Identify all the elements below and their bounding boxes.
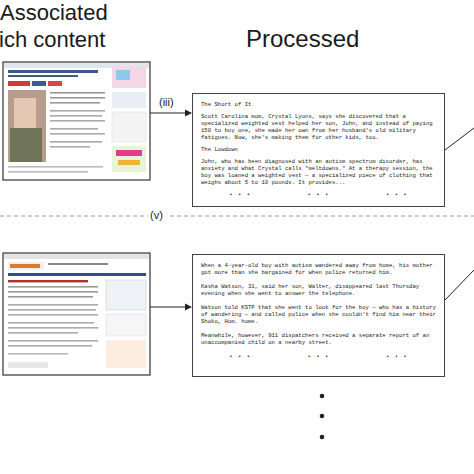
ellipsis: • • • (308, 353, 330, 360)
webpage-screenshot (3, 253, 150, 375)
arrow (150, 304, 192, 311)
paragraph-text: Scott Carolina mom, Crystal Lyons, says … (201, 113, 436, 141)
paragraph-text: When a 4-year-old boy with autism wander… (201, 262, 436, 276)
separator-line (0, 216, 148, 217)
paragraph-text: Kasha Watson, 31, said her son, Walter, … (201, 283, 436, 297)
paragraph-text: Watson told KSTP that she went to look f… (201, 304, 436, 325)
ellipsis: • • • (308, 191, 330, 198)
leader-line (445, 128, 474, 150)
section-heading: The Lowdown (201, 146, 436, 153)
step-label: (v) (150, 209, 163, 221)
ellipsis: • • • (386, 191, 408, 198)
ellipsis: • • • (229, 191, 251, 198)
step-label: (iii) (159, 96, 174, 108)
column-heading: Associated (0, 0, 108, 26)
paragraph-text: Meanwhile, however, 911 dispatchers rece… (201, 332, 436, 346)
separator-line (170, 216, 474, 217)
webpage-screenshot (3, 62, 150, 180)
processed-text-box: The Short of It Scott Carolina mom, Cryst… (192, 93, 445, 207)
arrow (150, 110, 192, 117)
ellipsis: • • • (229, 353, 251, 360)
column-heading: Processed (246, 25, 359, 53)
leader-line (445, 270, 474, 300)
paragraph-text: John, who has been diagnosed with an aut… (201, 158, 436, 186)
continuation-dots (320, 394, 325, 440)
ellipsis-row: • • • • • • • • • (201, 191, 436, 198)
processed-text-box: When a 4-year-old boy with autism wander… (192, 254, 445, 377)
ellipsis: • • • (386, 353, 408, 360)
section-heading: The Short of It (201, 101, 436, 108)
column-heading: ich content (0, 27, 105, 53)
ellipsis-row: • • • • • • • • • (201, 353, 436, 360)
